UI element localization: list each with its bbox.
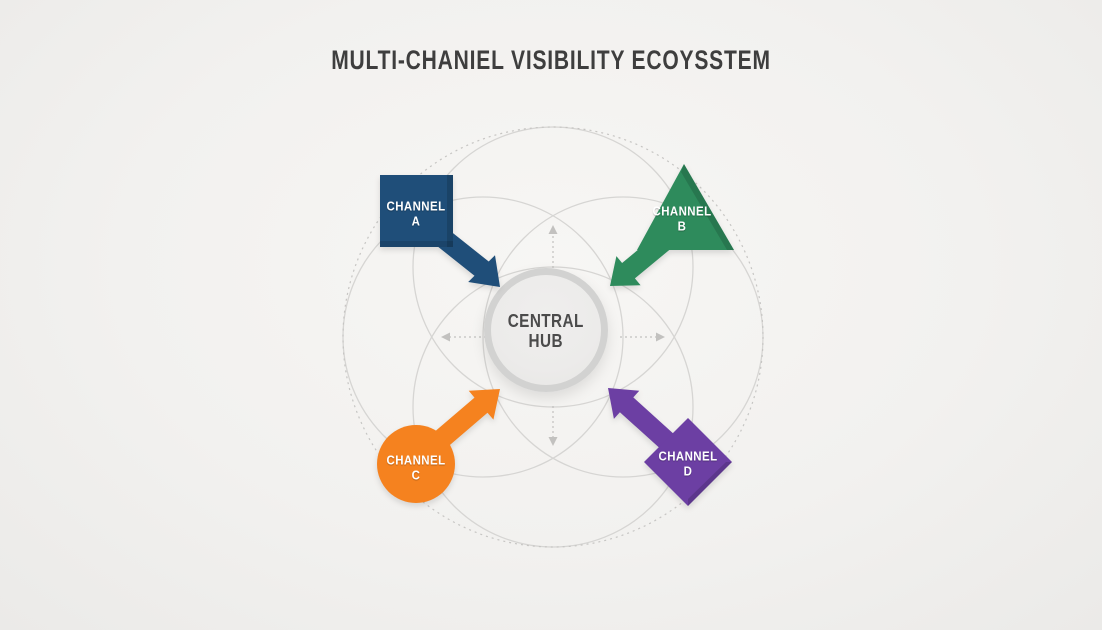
- axis-arrowhead-down-icon: [548, 437, 558, 446]
- channel-a-label-line1: CHANNEL: [386, 198, 446, 214]
- channel-b-bevel-right: [681, 164, 734, 250]
- channel-b-label: CHANNEL B: [652, 203, 712, 234]
- orbit-circle-left: [342, 196, 624, 478]
- axis-arrows: [441, 225, 665, 446]
- channel-c-circle: [377, 425, 455, 503]
- channel-c-shape: [377, 389, 500, 503]
- channel-a-bevel-bottom: [380, 241, 453, 247]
- channel-c-label-line2: C: [411, 467, 421, 482]
- diagram-title: MULTI-CHANIEL VISIBILITY ECOYSSTEM: [331, 45, 771, 75]
- central-hub-label-line2: HUB: [528, 331, 564, 351]
- outer-dotted-circle: [342, 126, 764, 548]
- channel-d-label-line2: D: [683, 463, 693, 478]
- channel-a-label-line2: A: [411, 213, 421, 228]
- channel-d-label: CHANNEL D: [658, 448, 718, 479]
- channel-d-arrow: [608, 388, 677, 452]
- channel-a-bevel-right: [447, 175, 453, 247]
- orbit-circles: [342, 126, 764, 548]
- channel-a-shape: [380, 175, 500, 287]
- channel-b-shape: [610, 164, 734, 286]
- axis-arrowhead-up-icon: [548, 225, 558, 234]
- channel-c-label: CHANNEL C: [386, 452, 446, 483]
- central-hub: CENTRAL HUB: [484, 268, 608, 392]
- channel-c-arrow: [431, 389, 500, 450]
- channel-b-label-line2: B: [677, 218, 687, 233]
- channel-d-shape: [608, 388, 732, 506]
- axis-arrowhead-right-icon: [656, 332, 665, 342]
- channel-d-bevel-bottom: [688, 462, 732, 506]
- channel-a-label: CHANNEL A: [386, 198, 446, 229]
- channel-d-label-line1: CHANNEL: [658, 448, 718, 464]
- central-hub-label: CENTRAL HUB: [508, 311, 584, 351]
- channel-d-diamond: [644, 418, 732, 506]
- channel-b-label-line1: CHANNEL: [652, 203, 712, 219]
- channel-c-label-line1: CHANNEL: [386, 452, 446, 468]
- central-hub-label-line1: CENTRAL: [507, 311, 585, 331]
- channel-b-triangle: [637, 164, 734, 250]
- channel-a-square: [380, 175, 453, 247]
- axis-arrowhead-left-icon: [441, 332, 450, 342]
